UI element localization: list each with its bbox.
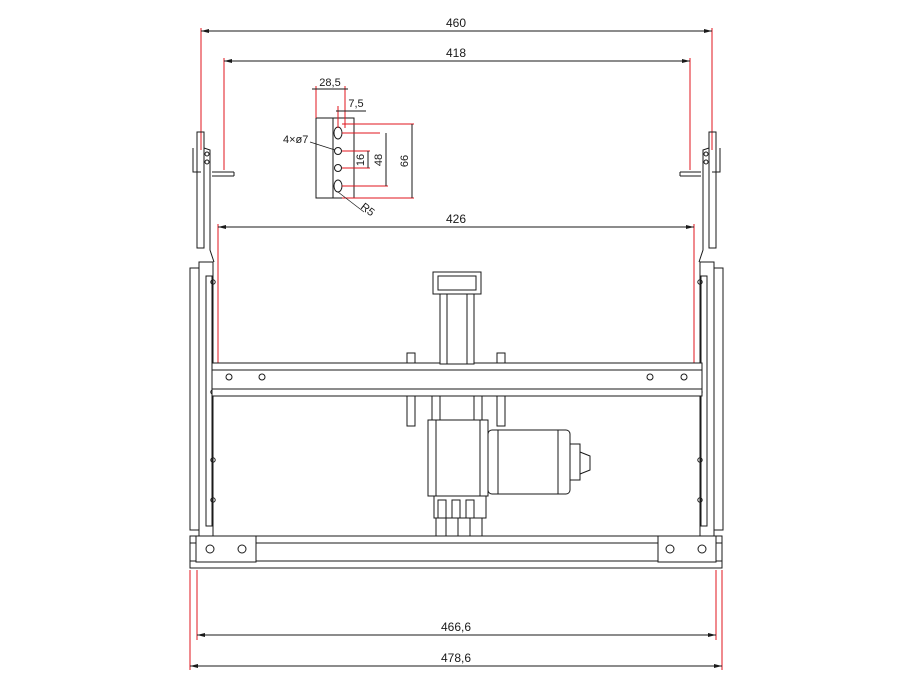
pitch-66-label: 66 [399,155,411,167]
dimension-478-6-label: 478,6 [441,651,471,665]
dimension-460: 460 [200,16,713,150]
dimension-460-label: 460 [446,16,466,30]
pitch-48-label: 48 [373,154,385,166]
left-side-frame [189,131,235,537]
cross-beam [211,362,703,397]
pitch-16-label: 16 [355,154,367,166]
motor [427,419,591,537]
right-side-frame [679,131,724,537]
actuator-column [406,271,506,427]
radius-label: R5 [358,201,376,219]
dimension-478-6: 478,6 [189,570,723,670]
offset-28-5-label: 28,5 [319,77,340,89]
dimension-426: 426 [217,212,695,370]
mounting-plate-detail: 16 48 66 28,5 7,5 4×ø7 R5 [283,77,414,219]
base-beam [189,535,723,569]
dimension-426-label: 426 [446,212,466,226]
dimension-466-6-label: 466,6 [441,620,471,634]
holes-callout-label: 4×ø7 [283,134,308,146]
offset-7-5-label: 7,5 [348,98,363,110]
dimension-418: 418 [223,46,691,170]
dimension-418-label: 418 [446,46,466,60]
dimension-466-6: 466,6 [196,570,717,640]
